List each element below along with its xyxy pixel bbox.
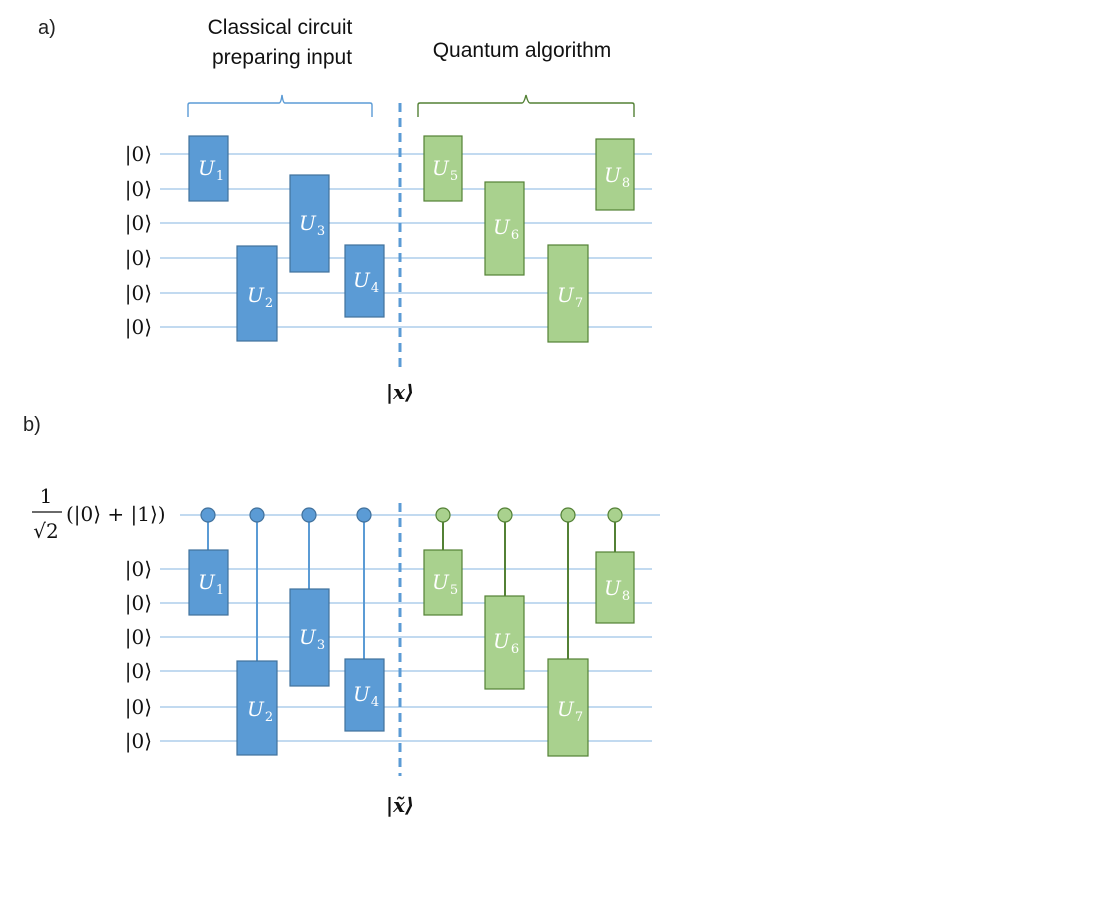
control-dot — [200, 507, 216, 523]
control-state-label: 1 √2 (|0⟩ + |1⟩) — [32, 484, 166, 543]
gate-u4: U4 — [344, 244, 385, 318]
svg-text:U2: U2 — [247, 697, 273, 725]
state-x-label: |x⟩ — [386, 380, 414, 404]
svg-text:U5: U5 — [432, 570, 458, 598]
panel-b-qubit-labels: |0⟩ |0⟩ |0⟩ |0⟩ |0⟩ |0⟩ — [125, 557, 152, 754]
fraction-numerator: 1 — [40, 484, 53, 508]
svg-text:U7: U7 — [557, 697, 583, 725]
gate-u8: U8 — [595, 138, 635, 211]
qubit-label: |0⟩ — [125, 695, 152, 720]
classical-brace — [187, 94, 373, 117]
superposition-expression: (|0⟩ + |1⟩) — [66, 502, 166, 527]
gate-u2: U2 — [236, 245, 278, 342]
qubit-label: |0⟩ — [125, 625, 152, 650]
svg-text:U8: U8 — [604, 163, 630, 191]
control-dot — [435, 507, 451, 523]
control-dot — [607, 507, 623, 523]
classical-header-line1: Classical circuit — [208, 16, 353, 39]
gate-u5: U5 — [423, 549, 463, 616]
svg-text:U6: U6 — [493, 629, 519, 657]
panel-b-control-lines — [207, 515, 616, 661]
gate-u6: U6 — [484, 181, 525, 276]
qubit-label: |0⟩ — [125, 177, 152, 202]
svg-text:U5: U5 — [432, 156, 458, 184]
gate-u4: U4 — [344, 658, 385, 732]
quantum-brace — [417, 94, 635, 117]
control-dot — [497, 507, 513, 523]
gate-u7: U7 — [547, 244, 589, 343]
classical-header-line2: preparing input — [212, 46, 352, 69]
qubit-label: |0⟩ — [125, 557, 152, 582]
quantum-header: Quantum algorithm — [433, 39, 612, 62]
gate-u3: U3 — [289, 588, 330, 687]
qubit-label: |0⟩ — [125, 281, 152, 306]
control-dot — [301, 507, 317, 523]
svg-text:U4: U4 — [353, 682, 379, 710]
svg-text:U8: U8 — [604, 576, 630, 604]
control-dot — [249, 507, 265, 523]
gate-u5: U5 — [423, 135, 463, 202]
qubit-label: |0⟩ — [125, 591, 152, 616]
qubit-label: |0⟩ — [125, 211, 152, 236]
qubit-label: |0⟩ — [125, 659, 152, 684]
gate-u1: U1 — [188, 549, 229, 616]
gate-u7: U7 — [547, 658, 589, 757]
svg-text:U6: U6 — [493, 215, 519, 243]
gate-u8: U8 — [595, 551, 635, 624]
fraction-denominator: √2 — [33, 519, 58, 543]
svg-text:U1: U1 — [198, 156, 224, 184]
svg-text:U7: U7 — [557, 283, 583, 311]
panel-a-label: a) — [38, 17, 56, 39]
svg-text:U2: U2 — [247, 283, 273, 311]
qubit-label: |0⟩ — [125, 246, 152, 271]
qubit-label: |0⟩ — [125, 142, 152, 167]
qubit-label: |0⟩ — [125, 729, 152, 754]
panel-b-control-dots — [200, 507, 623, 523]
gate-u3: U3 — [289, 174, 330, 273]
state-x-tilde-label: |x̃⟩ — [386, 793, 414, 817]
control-dot — [356, 507, 372, 523]
svg-text:U3: U3 — [299, 211, 325, 239]
svg-text:U4: U4 — [353, 268, 379, 296]
gate-u2: U2 — [236, 660, 278, 756]
qubit-label: |0⟩ — [125, 315, 152, 340]
gate-u1: U1 — [188, 135, 229, 202]
control-dot — [560, 507, 576, 523]
panel-b-label: b) — [23, 414, 41, 436]
svg-text:U3: U3 — [299, 625, 325, 653]
gate-u6: U6 — [484, 595, 525, 690]
svg-text:U1: U1 — [198, 570, 224, 598]
panel-a-qubit-labels: |0⟩ |0⟩ |0⟩ |0⟩ |0⟩ |0⟩ — [125, 142, 152, 340]
